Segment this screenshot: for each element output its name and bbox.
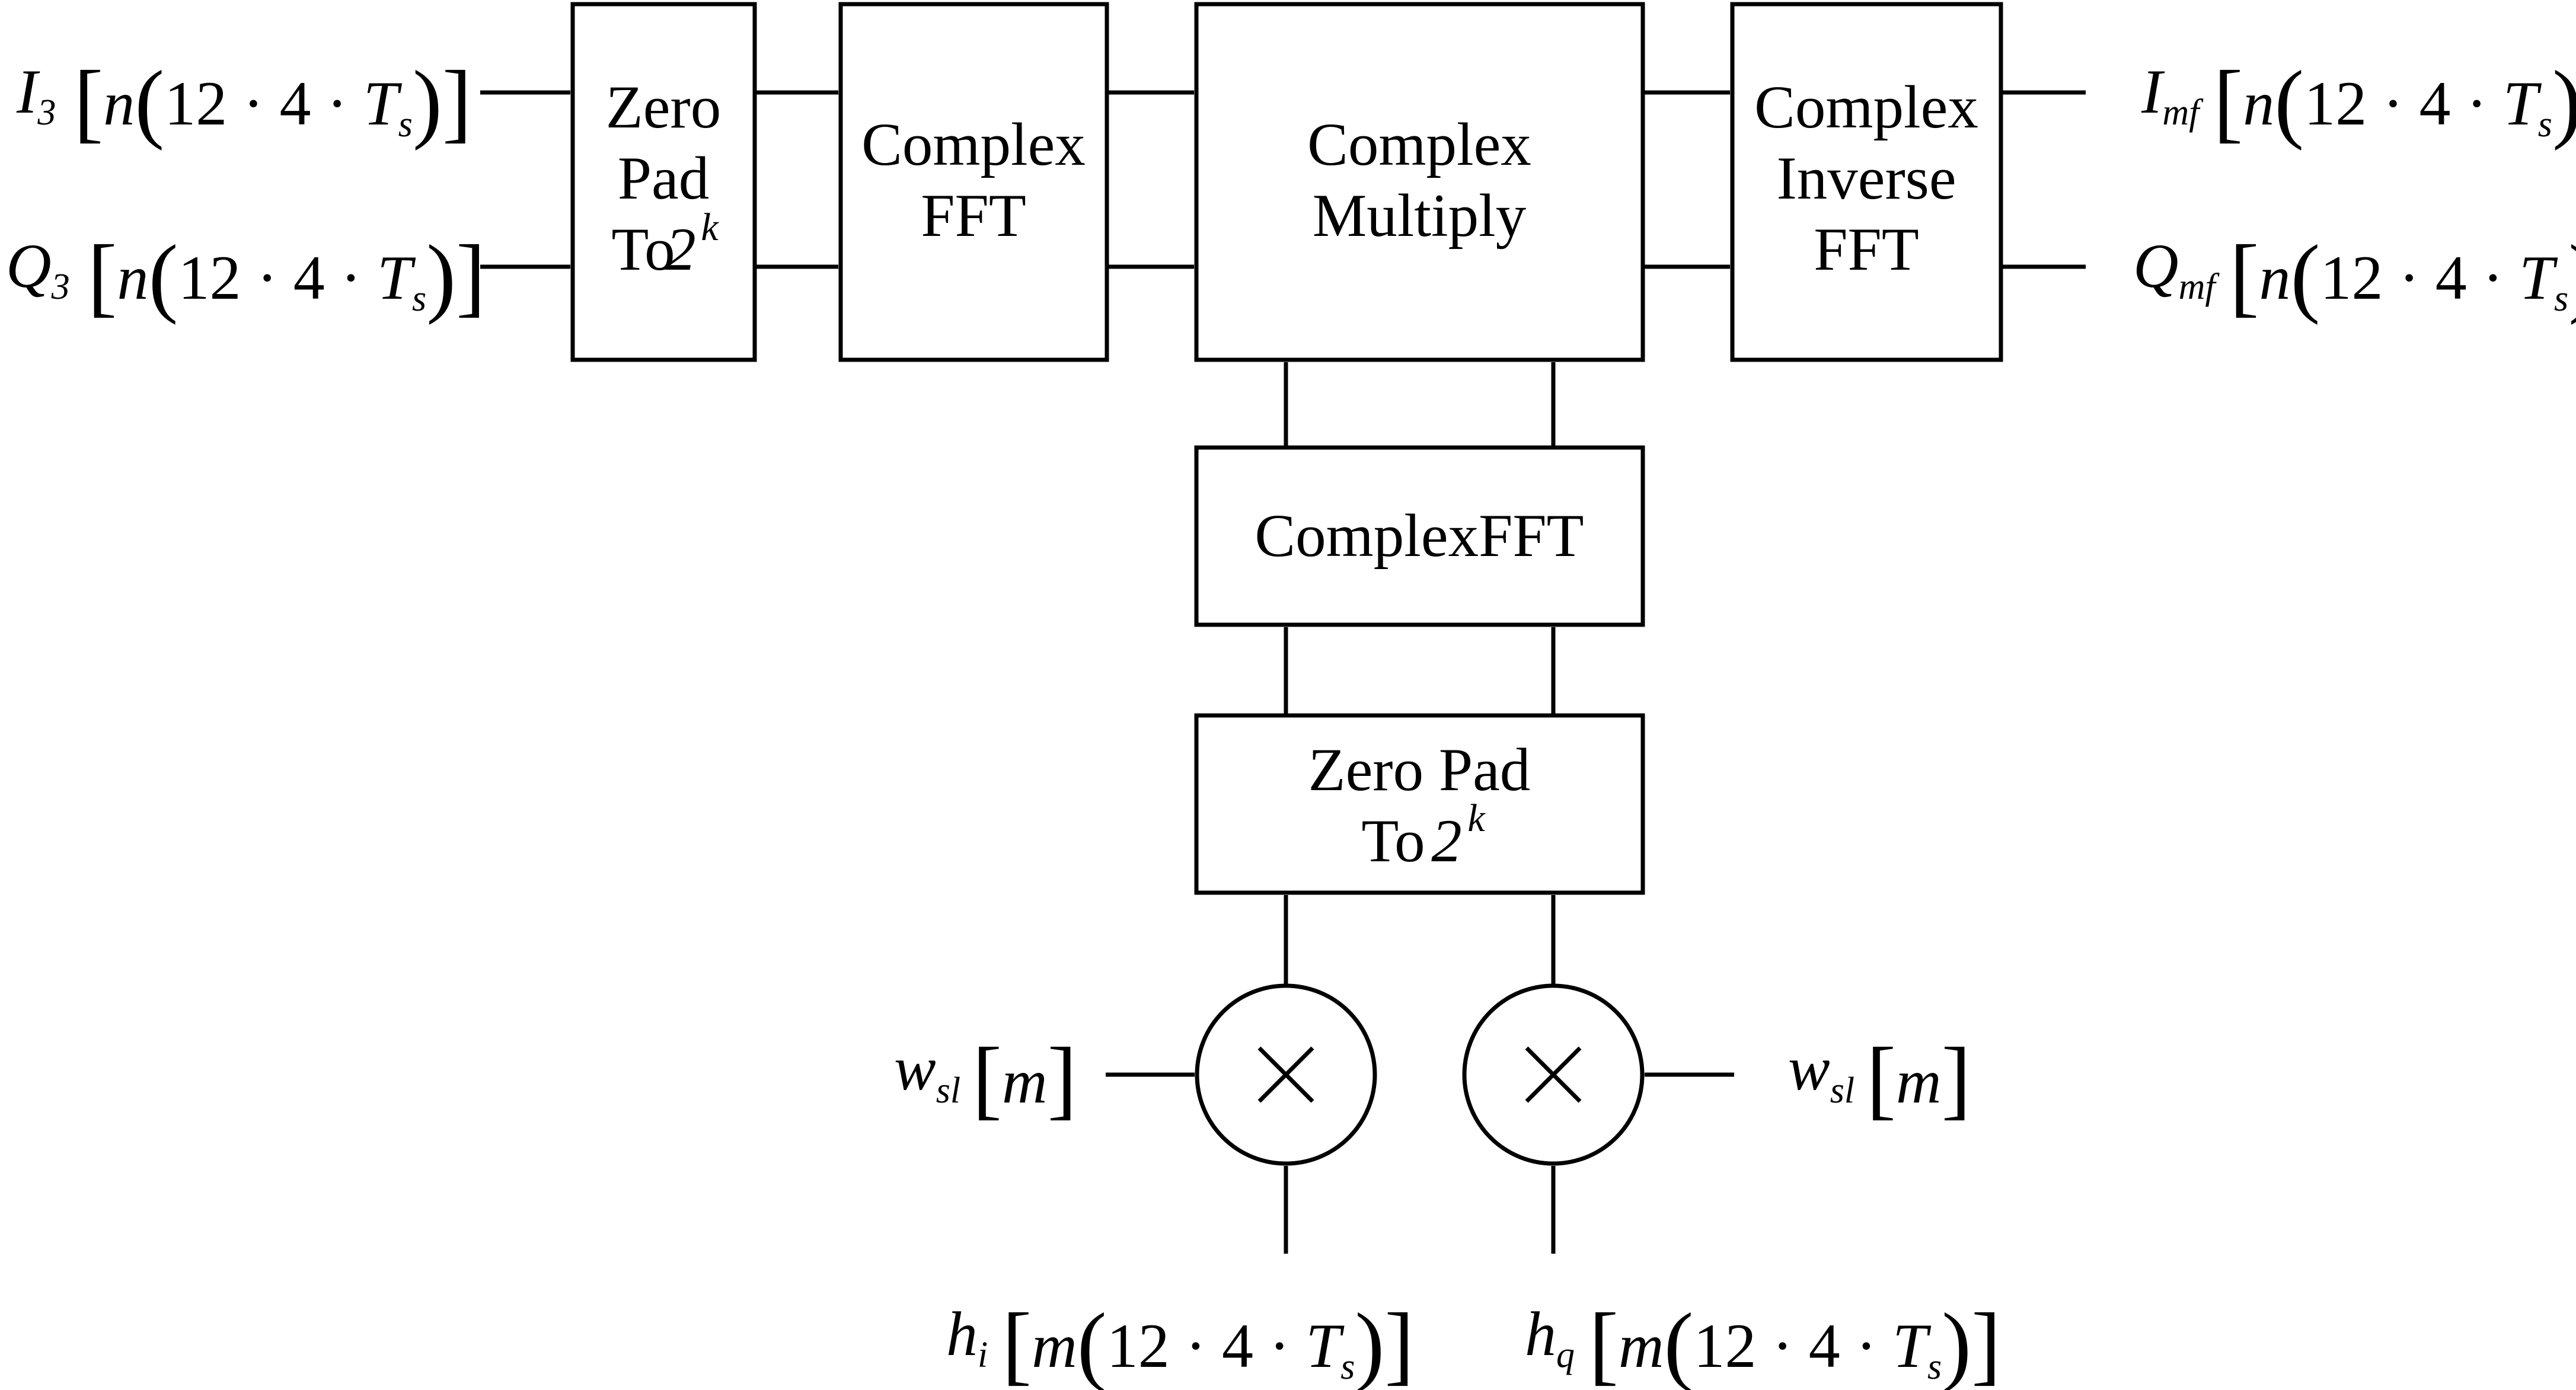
zero-pad-top-exponent: k <box>701 206 719 249</box>
complex-inverse-fft-line1: Complex <box>1754 74 1978 141</box>
complex-fft-top-block: Complex FFT <box>838 2 1109 362</box>
complex-inverse-fft-line3: FFT <box>1814 216 1919 283</box>
zero-pad-bottom-block: Zero Pad To 2 k <box>1194 713 1645 895</box>
signal-in-i: I3[n(12 · 4 · Ts)] <box>16 53 472 151</box>
svg-text:wsl[m]: wsl[m] <box>894 1030 1077 1128</box>
signal-h-q: hq[m(12 · 4 · Ts)] <box>1525 1295 2001 1390</box>
zero-pad-top-base: 2 <box>665 216 696 283</box>
multiply-icon <box>1257 1046 1314 1103</box>
complex-fft-top-line2: FFT <box>921 182 1026 250</box>
zero-pad-bottom-base: 2 <box>1431 807 1462 875</box>
complex-fft-top-line1: Complex <box>861 111 1086 178</box>
multiply-icon <box>1525 1046 1582 1103</box>
svg-text:Q3[n(12 · 4 · Ts)]: Q3[n(12 · 4 · Ts)] <box>6 227 486 325</box>
signal-window-left: wsl[m] <box>894 1030 1077 1128</box>
zero-pad-bottom-exponent: k <box>1467 797 1486 840</box>
svg-text:hi[m(12 · 4 · Ts)]: hi[m(12 · 4 · Ts)] <box>946 1295 1414 1390</box>
zero-pad-top-line1: Zero <box>606 74 721 141</box>
svg-text:wsl[m]: wsl[m] <box>1788 1030 1971 1128</box>
complex-inverse-fft-block: Complex Inverse FFT <box>1730 2 2003 362</box>
signal-in-q: Q3[n(12 · 4 · Ts)] <box>6 227 486 325</box>
signal-out-q: Qmf[n(12 · 4 · Ts)] <box>2133 227 2576 325</box>
complex-multiply-line2: Multiply <box>1313 182 1527 250</box>
signal-window-right: wsl[m] <box>1788 1030 1971 1128</box>
multiplier-left <box>1195 983 1377 1166</box>
svg-text:Qmf[n(12 · 4 · Ts)]: Qmf[n(12 · 4 · Ts)] <box>2133 227 2576 325</box>
multiplier-right <box>1462 983 1645 1166</box>
signal-h-i: hi[m(12 · 4 · Ts)] <box>946 1295 1414 1390</box>
svg-text:I3[n(12 · 4 · Ts)]: I3[n(12 · 4 · Ts)] <box>16 53 472 151</box>
complex-fft-bottom-line1: ComplexFFT <box>1255 502 1584 570</box>
zero-pad-bottom-line2: To <box>1361 807 1425 875</box>
svg-text:hq[m(12 · 4 · Ts)]: hq[m(12 · 4 · Ts)] <box>1525 1295 2001 1390</box>
complex-multiply-line1: Complex <box>1307 111 1531 178</box>
complex-fft-bottom-block: ComplexFFT <box>1194 445 1645 627</box>
complex-multiply-block: Complex Multiply <box>1194 2 1645 362</box>
zero-pad-top-block: Zero Pad To 2 k <box>570 2 757 362</box>
zero-pad-top-line2: Pad <box>618 145 710 212</box>
svg-text:Imf[n(12 · 4 · Ts)]: Imf[n(12 · 4 · Ts)] <box>2141 53 2576 151</box>
signal-out-i: Imf[n(12 · 4 · Ts)] <box>2141 53 2576 151</box>
complex-inverse-fft-line2: Inverse <box>1776 145 1956 212</box>
connections <box>480 90 2086 1254</box>
zero-pad-bottom-line1: Zero Pad <box>1308 736 1531 804</box>
zero-pad-top-line3: To <box>611 216 675 283</box>
